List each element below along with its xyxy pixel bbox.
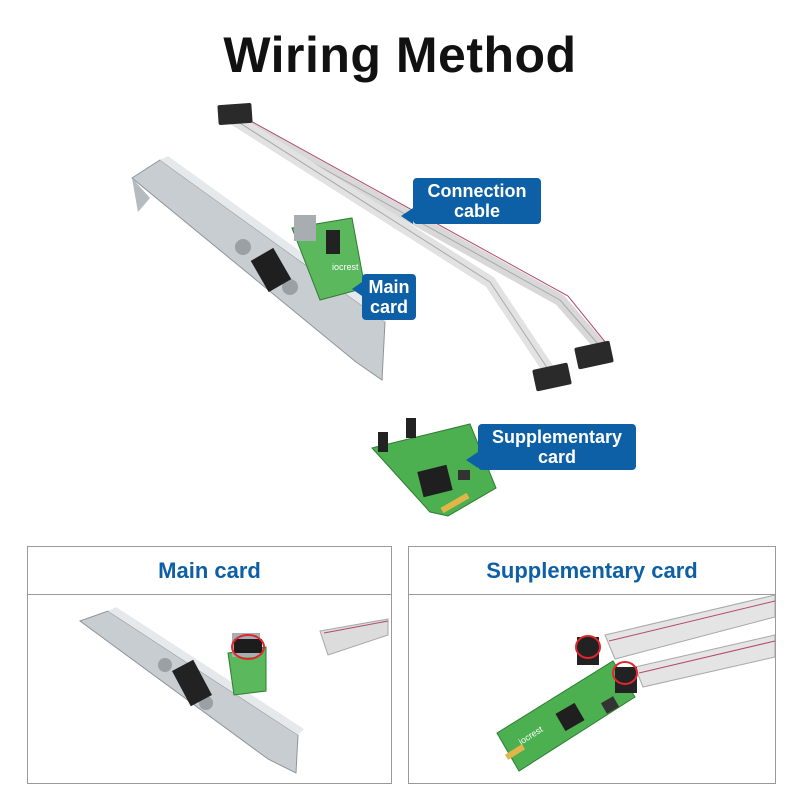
panel-image-area: iocrest bbox=[409, 595, 775, 783]
highlight-circle-icon bbox=[231, 634, 265, 660]
panel-title: Main card bbox=[28, 547, 391, 595]
supplementary-card-callout: Supplementary card bbox=[466, 424, 636, 470]
connection-cable-callout: Connection cable bbox=[401, 178, 541, 224]
svg-text:iocrest: iocrest bbox=[332, 262, 359, 272]
main-card-closeup-image bbox=[78, 607, 389, 774]
callout-line-1: Main bbox=[368, 277, 410, 297]
callout-line-1: Connection bbox=[427, 181, 527, 201]
panel-title: Supplementary card bbox=[409, 547, 775, 595]
supplementary-card-closeup-image: iocrest bbox=[496, 595, 775, 772]
highlight-circle-icon bbox=[612, 661, 638, 685]
callout-line-1: Supplementary bbox=[491, 427, 623, 447]
callout-line-2: cable bbox=[453, 201, 501, 221]
callout-line-2: card bbox=[369, 297, 409, 317]
supplementary-card-image bbox=[371, 418, 497, 517]
highlight-circle-icon bbox=[575, 635, 601, 659]
panel-image-area bbox=[28, 595, 391, 783]
supplementary-card-panel: Supplementary card iocrest bbox=[408, 546, 776, 784]
wiring-illustration: iocrest bbox=[131, 102, 614, 517]
callout-line-2: card bbox=[537, 447, 577, 467]
page-title: Wiring Method bbox=[223, 27, 577, 83]
main-card-panel: Main card bbox=[27, 546, 392, 784]
connection-cable-image bbox=[217, 102, 614, 392]
main-card-callout: Main card bbox=[352, 274, 416, 320]
